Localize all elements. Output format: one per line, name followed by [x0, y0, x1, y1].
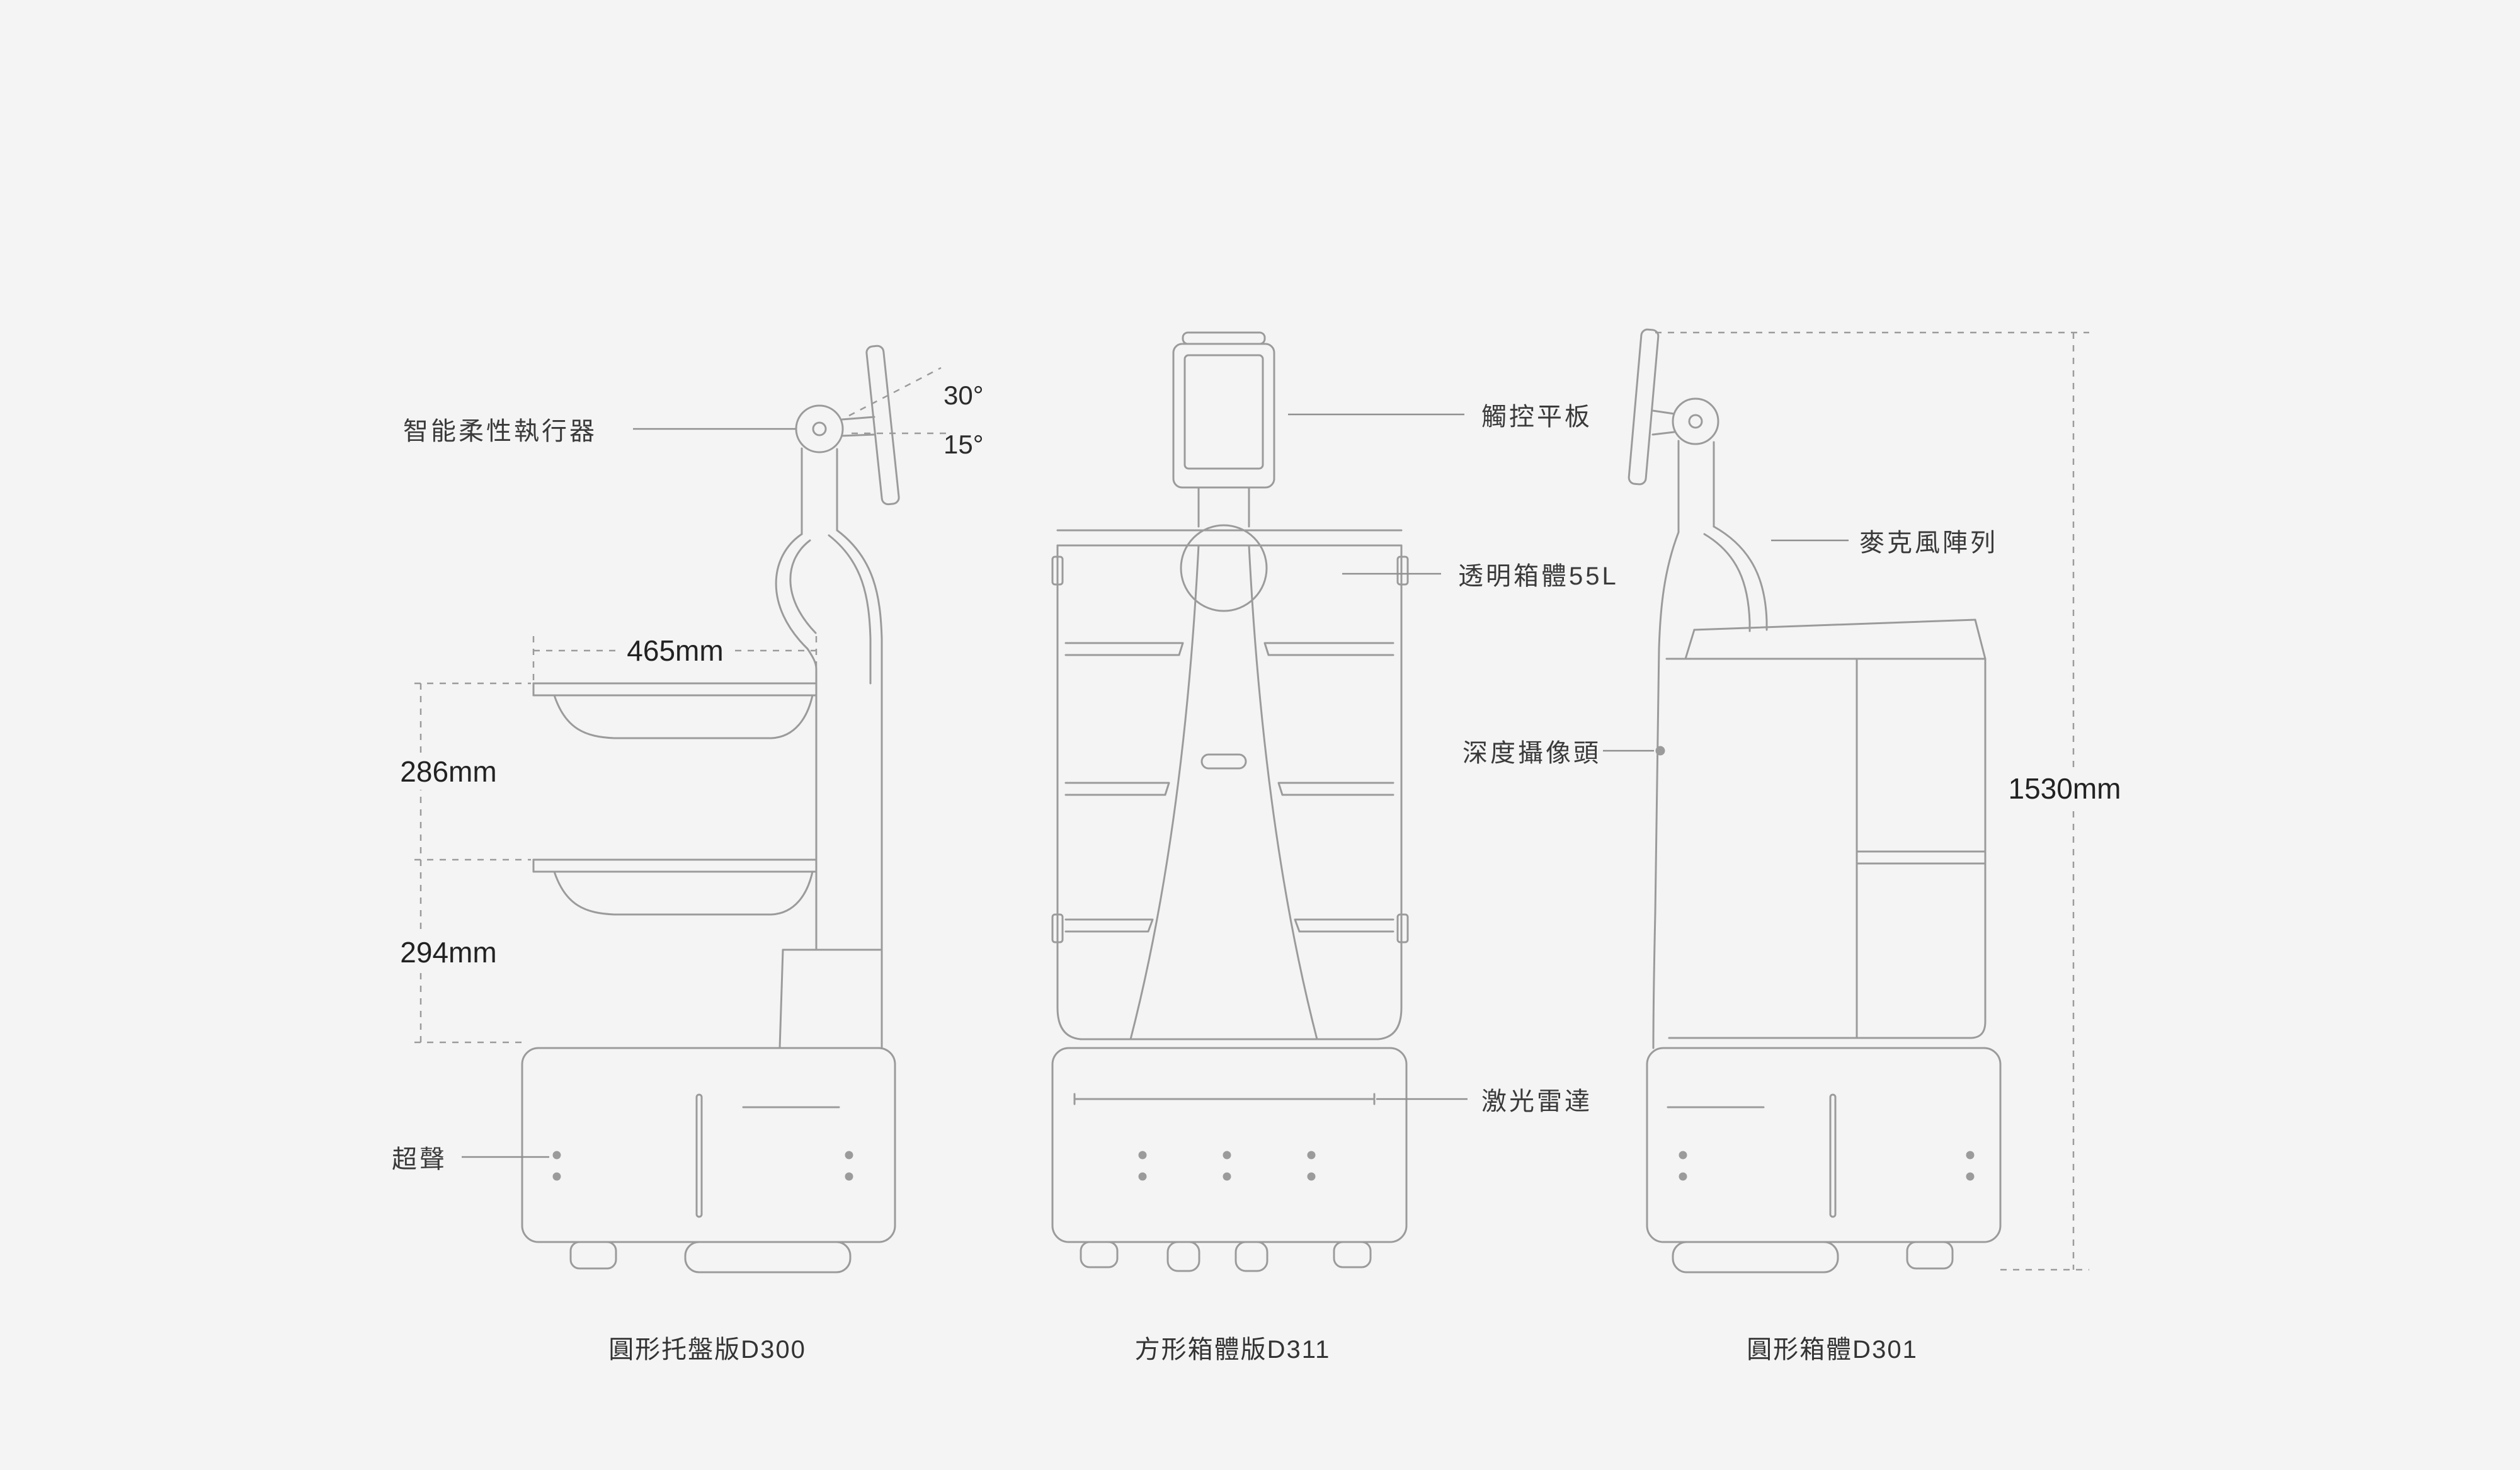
caption-d301: 圓形箱體D301 — [1747, 1336, 1918, 1364]
label-touch-tablet: 觸控平板 — [1481, 403, 1592, 431]
robot-d311-drawing — [1051, 331, 1409, 1272]
label-actuator: 智能柔性執行器 — [403, 418, 597, 445]
dim-upper-gap: 286mm — [389, 753, 508, 790]
caption-d311: 方形箱體版D311 — [1134, 1336, 1331, 1364]
label-lidar: 激光雷達 — [1481, 1088, 1592, 1115]
caption-d300: 圓形托盤版D300 — [608, 1336, 806, 1364]
dim-total-height: 1530mm — [1997, 770, 2133, 807]
robot-d300-drawing — [521, 345, 900, 1273]
dim-tray-width: 465mm — [615, 632, 735, 669]
dimension-lines — [414, 331, 2089, 1271]
angle-label-15: 15° — [944, 430, 984, 459]
leader-lines — [462, 413, 1849, 1158]
label-depth-camera: 深度攝像頭 — [1462, 739, 1601, 767]
label-mic-array: 麥克風陣列 — [1859, 529, 1998, 557]
robot-d301-drawing — [1628, 328, 2002, 1273]
dim-lower-gap: 294mm — [389, 934, 508, 971]
label-ultrasonic: 超聲 — [392, 1146, 447, 1173]
angle-label-30: 30° — [944, 380, 984, 410]
label-transparent-cabinet: 透明箱體55L — [1458, 562, 1619, 590]
